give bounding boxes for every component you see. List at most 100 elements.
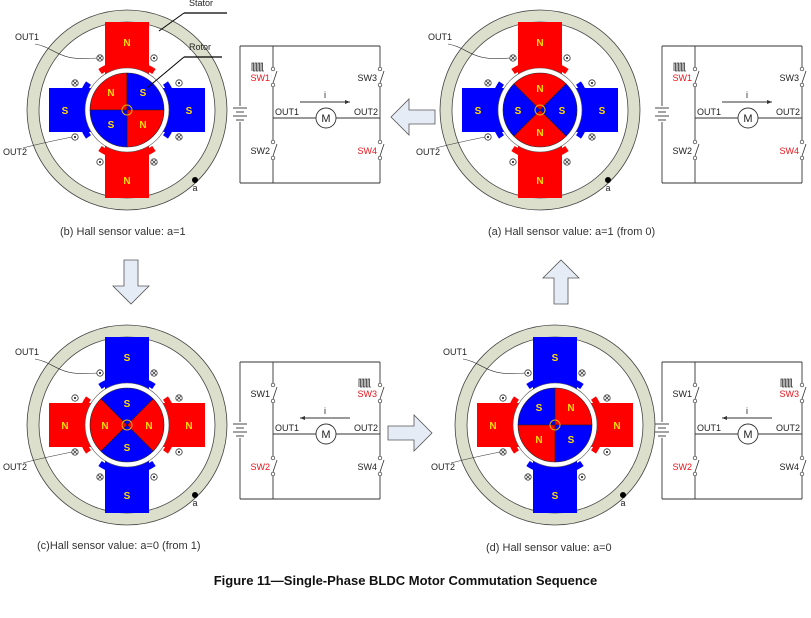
rotor-sector-right: [126, 398, 165, 452]
stator-pole-label-bottom: N: [536, 176, 543, 187]
stator-pole-label-top: N: [123, 38, 130, 49]
circuit-out1-label: OUT1: [697, 423, 721, 433]
circuit-out2-label: OUT2: [354, 107, 378, 117]
out1-wire: [462, 358, 526, 375]
rotor-pole-label: S: [140, 88, 147, 99]
stator-pole-label-top: S: [552, 353, 559, 364]
pole-shoe-left: [490, 81, 504, 139]
current-label: i: [324, 406, 326, 416]
sw1-label: SW1: [250, 73, 270, 83]
stator-callout-label: Stator: [189, 0, 213, 8]
rotor-pole-label: N: [145, 421, 152, 432]
figure-title: Figure 11—Single-Phase BLDC Motor Commut…: [213, 573, 598, 588]
hall-sensor-icon: [192, 492, 198, 498]
circuit-out2-label: OUT2: [776, 107, 800, 117]
stator-pole-label-right: N: [185, 421, 192, 432]
sw4-bottom: [799, 471, 805, 477]
rotor-callout-label: Rotor: [189, 42, 211, 52]
coil-marker-dot: [580, 475, 584, 479]
sw4-label: SW4: [357, 462, 377, 472]
sw3-blade: [801, 70, 807, 84]
sw2-label: SW2: [672, 146, 692, 156]
sw3-blade: [801, 386, 807, 400]
coil-marker-x2: [176, 395, 182, 401]
coil-marker-x2: [72, 80, 78, 86]
pole-shoe-top: [98, 375, 156, 389]
caption-d: (d) Hall sensor value: a=0: [486, 542, 612, 554]
hall-sensor-icon: [605, 177, 611, 183]
coil-marker-dot: [73, 396, 77, 400]
sequence-arrow-d-a-icon: [542, 259, 580, 305]
hall-sensor-label: a: [620, 498, 625, 508]
rotor-pole-label: N: [535, 435, 542, 446]
motor-icon: [737, 107, 759, 129]
circuit-out1-label: OUT1: [697, 107, 721, 117]
sw3-label: SW3: [779, 389, 799, 399]
coil-marker-x2: [151, 370, 157, 376]
motor-label: M: [321, 113, 330, 125]
rotor-shaft-icon: [534, 104, 546, 116]
sw4-bottom: [377, 471, 383, 477]
caption-a: (a) Hall sensor value: a=1 (from 0): [488, 226, 656, 238]
sw1-bottom: [692, 82, 698, 88]
stator-pole-label-right: S: [599, 106, 606, 117]
coil-marker-dot: [98, 371, 102, 375]
coil-marker-dot: [152, 56, 156, 60]
coil-marker-x2: [564, 159, 570, 165]
rotor-pole-label: N: [536, 128, 543, 139]
rotor-pole-label: N: [101, 421, 108, 432]
out1-wire: [34, 43, 98, 60]
sw1-bottom: [270, 82, 276, 88]
coil-marker-dot: [486, 135, 490, 139]
out2-wire: [22, 136, 73, 149]
current-label: i: [324, 90, 326, 100]
rotor-pole-label: S: [108, 120, 115, 131]
current-arrow-head-icon: [767, 100, 772, 104]
sw1-bottom: [270, 398, 276, 404]
pole-shoe-bottom: [98, 461, 156, 475]
pole-shoe-right: [163, 396, 177, 454]
sw1-top: [270, 382, 276, 388]
sw2-blade: [694, 143, 700, 157]
sw2-label: SW2: [250, 146, 270, 156]
coil-marker-dot: [501, 396, 505, 400]
coil-marker-dot: [511, 160, 515, 164]
motor-icon: [315, 423, 337, 445]
sw3-bottom: [799, 82, 805, 88]
sw1-bottom: [692, 398, 698, 404]
pole-shoe-left: [505, 396, 519, 454]
stator-pole-label-top: S: [124, 353, 131, 364]
rotor-pole-label: N: [107, 88, 114, 99]
pwm-icon: [358, 378, 371, 388]
sw2-label: SW2: [250, 462, 270, 472]
hall-sensor-icon: [192, 177, 198, 183]
coil-marker-x2: [525, 474, 531, 480]
sw2-blade: [272, 143, 278, 157]
current-label: i: [746, 90, 748, 100]
out1-wire: [34, 358, 98, 375]
coil-marker-x2: [604, 395, 610, 401]
pole-shoe-top: [98, 60, 156, 74]
coil-marker-x2: [97, 474, 103, 480]
out2-label: OUT2: [3, 147, 27, 157]
sw1-label: SW1: [250, 389, 270, 399]
pole-shoe-bottom: [526, 461, 584, 475]
motor-label: M: [321, 429, 330, 441]
rotor-shaft-icon: [549, 419, 561, 431]
coil-marker-x2: [151, 159, 157, 165]
coil-marker-x2: [72, 449, 78, 455]
pwm-icon: [780, 378, 793, 388]
motor-icon: [737, 423, 759, 445]
coil-marker-x2: [176, 134, 182, 140]
pwm-icon: [673, 62, 686, 72]
sw4-label: SW4: [357, 146, 377, 156]
current-arrow-head-icon: [300, 416, 305, 420]
sequence-arrow-a-b-icon: [390, 98, 436, 136]
stator-pole-label-right: S: [186, 106, 193, 117]
coil-marker-dot: [152, 475, 156, 479]
sw4-blade: [379, 143, 385, 157]
